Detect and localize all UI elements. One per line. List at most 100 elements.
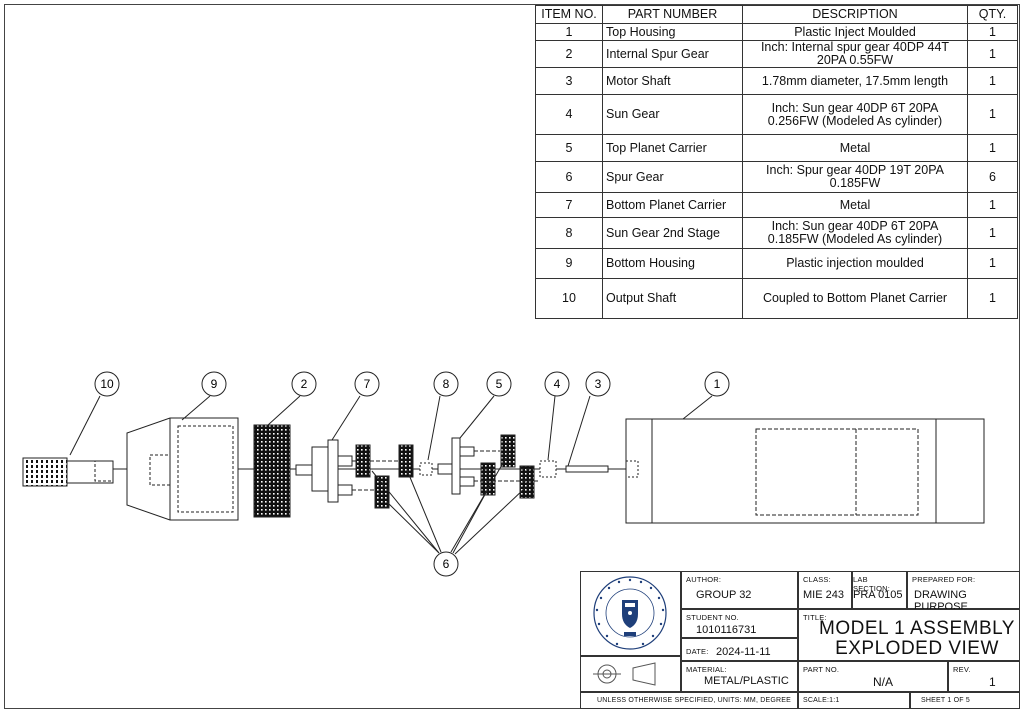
bom-cell-part: Output Shaft: [602, 278, 743, 319]
bom-cell-part: Sun Gear: [602, 94, 743, 135]
balloon-9: 9: [201, 371, 227, 397]
balloon-9-label: 9: [211, 377, 218, 391]
part-9-bottom-housing: [126, 417, 239, 521]
bom-cell-qty: 1: [967, 217, 1018, 249]
class-cell: CLASS: MIE 243: [798, 571, 852, 609]
balloon-4-label: 4: [554, 377, 561, 391]
bom-cell-item: 4: [535, 94, 603, 135]
title-cell: TITLE: MODEL 1 ASSEMBLY EXPLODED VIEW: [798, 609, 1020, 661]
date-cell: DATE: 2024-11-11: [681, 638, 798, 661]
bom-cell-qty: 1: [967, 278, 1018, 319]
prepared-for-label: PREPARED FOR:: [912, 575, 976, 584]
bom-cell-desc: Metal: [742, 134, 968, 162]
lab-section-label: LAB SECTION:: [853, 575, 891, 593]
balloon-6-label: 6: [443, 557, 450, 571]
bom-cell-item: 10: [535, 278, 603, 319]
scale-cell: SCALE:1:1: [798, 692, 910, 709]
balloon-6: 6: [433, 551, 459, 577]
balloon-1-label: 1: [714, 377, 721, 391]
material-label: MATERIAL:: [686, 665, 727, 674]
part-3-motor-shaft: [565, 465, 609, 473]
units-note: UNLESS OTHERWISE SPECIFIED, UNITS: MM, D…: [597, 697, 792, 704]
student-no-value: 1010116731: [696, 624, 757, 636]
sheet-value: SHEET 1 OF 5: [921, 697, 970, 704]
units-note-cell: UNLESS OTHERWISE SPECIFIED, UNITS: MM, D…: [580, 692, 798, 709]
date-label: DATE:: [686, 647, 709, 656]
bom-cell-qty: 6: [967, 161, 1018, 193]
prepared-for-value: DRAWING PURPOSE: [914, 589, 968, 613]
bom-cell-desc: Inch: Sun gear 40DP 6T 20PA 0.185FW (Mod…: [742, 217, 968, 249]
balloon-3: 3: [585, 371, 611, 397]
balloon-leaders: [69, 395, 713, 555]
material-cell: MATERIAL: METAL/PLASTIC: [681, 661, 798, 692]
balloon-10: 10: [94, 371, 120, 397]
bom-cell-qty: 1: [967, 134, 1018, 162]
projection-symbol-cell: [580, 656, 681, 692]
balloon-8: 8: [433, 371, 459, 397]
balloon-5: 5: [486, 371, 512, 397]
balloon-7: 7: [354, 371, 380, 397]
part-no-cell: PART NO. N/A: [798, 661, 948, 692]
balloon-5-label: 5: [496, 377, 503, 391]
bom-cell-item: 9: [535, 248, 603, 279]
balloon-8-label: 8: [443, 377, 450, 391]
university-seal-logo: [593, 576, 667, 650]
balloon-2: 2: [291, 371, 317, 397]
bom-cell-desc: 1.78mm diameter, 17.5mm length: [742, 67, 968, 95]
drawing-title-line2: EXPLODED VIEW: [835, 638, 999, 659]
scale-value: SCALE:1:1: [803, 697, 840, 704]
student-no-label: STUDENT NO.: [686, 613, 739, 622]
part-6-spur-gears: [355, 434, 535, 509]
part-1-top-housing: [625, 418, 985, 524]
revision-label: REV.: [953, 665, 971, 674]
date-value: 2024-11-11: [716, 646, 771, 658]
university-seal-cell: [580, 571, 681, 656]
part-7-bottom-planet-carrier: [295, 439, 400, 503]
sheet-cell: SHEET 1 OF 5: [910, 692, 1020, 709]
bom-cell-item: 2: [535, 40, 603, 68]
bom-cell-desc: Coupled to Bottom Planet Carrier: [742, 278, 968, 319]
part-no-value: N/A: [873, 675, 894, 689]
bom-header-row: ITEM NO. PART NUMBER DESCRIPTION QTY.: [535, 5, 1018, 24]
balloon-2-label: 2: [301, 377, 308, 391]
author-label: AUTHOR:: [686, 575, 722, 584]
part-4-sun-gear: [539, 460, 557, 478]
balloon-7-label: 7: [364, 377, 371, 391]
third-angle-projection-icon: [593, 662, 656, 686]
material-value: METAL/PLASTIC: [704, 675, 789, 687]
bom-cell-desc: Metal: [742, 192, 968, 218]
balloon-1: 1: [704, 371, 730, 397]
revision-cell: REV. 1: [948, 661, 1020, 692]
balloon-4: 4: [544, 371, 570, 397]
part-2-internal-spur-gear: [238, 424, 291, 518]
lab-section-value: PRA 0105: [853, 589, 903, 601]
student-no-cell: STUDENT NO. 1010116731: [681, 609, 798, 638]
prepared-for-cell: PREPARED FOR: DRAWING PURPOSE: [907, 571, 1020, 613]
balloon-10-label: 10: [100, 377, 114, 391]
balloon-3-label: 3: [595, 377, 602, 391]
revision-value: 1: [989, 675, 996, 689]
bom-cell-part: Spur Gear: [602, 161, 743, 193]
bom-header-part: PART NUMBER: [602, 5, 743, 24]
bom-cell-qty: 1: [967, 40, 1018, 68]
bom-cell-part: Internal Spur Gear: [602, 40, 743, 68]
class-value: MIE 243: [803, 589, 844, 601]
drawing-title-line1: MODEL 1 ASSEMBLY: [819, 618, 1015, 639]
author-value: GROUP 32: [696, 589, 752, 601]
bom-cell-qty: 1: [967, 67, 1018, 95]
bom-cell-desc: Inch: Spur gear 40DP 19T 20PA 0.185FW: [742, 161, 968, 193]
bom-cell-desc: Plastic injection moulded: [742, 248, 968, 279]
title-label: TITLE:: [803, 613, 827, 622]
title-block: AUTHOR: GROUP 32 STUDENT NO. 1010116731 …: [580, 571, 1020, 709]
class-label: CLASS:: [803, 575, 831, 584]
part-10-output-shaft: [22, 457, 114, 487]
lab-section-cell: LAB SECTION: PRA 0105: [852, 571, 907, 609]
bom-cell-qty: 1: [967, 94, 1018, 135]
